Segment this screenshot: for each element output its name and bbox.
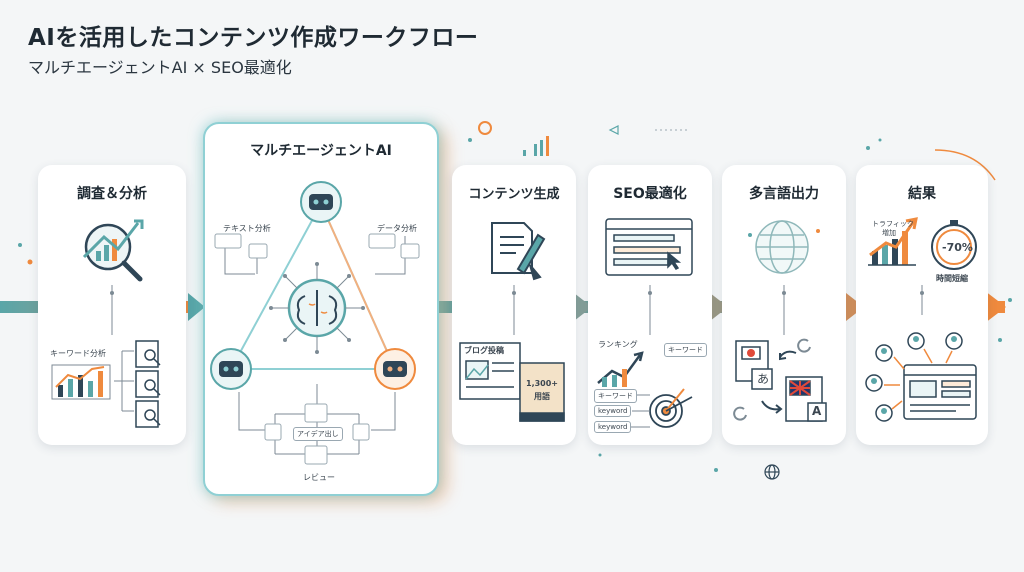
document-search-icons (135, 340, 161, 428)
target-icon (649, 388, 693, 428)
flow-arrowhead (710, 293, 728, 321)
step-title-research: 調査＆分析 (77, 186, 147, 202)
blog-post-label: ブログ投稿 (464, 346, 504, 355)
traffic-label: トラフィック (872, 220, 914, 228)
text-analysis-label: テキスト分析 (223, 224, 271, 233)
keyword-tag-1: キーワード (664, 343, 707, 357)
browser-window-icon (605, 218, 693, 276)
translate-arrows-icon (733, 338, 811, 421)
brain-icon (287, 278, 347, 338)
dashboard-icon (903, 364, 977, 420)
traffic-growth-chart-icon (868, 217, 918, 266)
glossary-book-icon (519, 362, 565, 422)
keyword-chart-icon (51, 364, 111, 400)
keyword-tag-2: キーワード (594, 389, 637, 403)
time-reduction-label: 時間短縮 (936, 274, 968, 283)
magnifier-chart-icon (82, 219, 144, 282)
step-title-results: 結果 (908, 186, 936, 202)
term-label: 用語 (534, 392, 550, 401)
decorative-curve (934, 149, 996, 181)
mini-panels (214, 233, 420, 465)
increase-label: 増加 (882, 229, 896, 237)
robot-icon-right (374, 348, 416, 390)
content-illustration (459, 222, 565, 422)
keyword-tag-3: keyword (594, 405, 632, 417)
english-char-label: A (812, 404, 822, 418)
stopwatch-icon (931, 220, 977, 270)
blog-post-icon (459, 342, 521, 400)
step-title-seo: SEO最適化 (613, 186, 687, 202)
idea-generation-label: アイデア出し (293, 427, 343, 441)
document-pen-icon (491, 222, 546, 281)
step-card-research: 調査＆分析 キーワード分析 (38, 165, 186, 445)
user-avatar-icons (865, 332, 963, 422)
step-title-multi-agent-ai: マルチエージェントAI (250, 143, 392, 159)
results-illustration (865, 217, 977, 422)
seo-illustration (597, 218, 693, 428)
step-title-content-generation: コンテンツ生成 (468, 187, 560, 202)
multilingual-illustration (733, 220, 827, 422)
decorative-bars (523, 136, 549, 156)
robot-icon-left (210, 348, 252, 390)
step-card-content-generation: コンテンツ生成 ブログ投稿 1,300+ 用語 (452, 165, 576, 445)
research-illustration (51, 219, 161, 428)
step-card-multilingual: 多言語出力 あ A (722, 165, 846, 445)
ranking-chart-icon (597, 351, 644, 387)
globe-icon (755, 220, 809, 274)
japanese-char-label: あ (757, 372, 770, 386)
flow-arrowhead (846, 293, 864, 321)
time-reduction-value: -70% (942, 241, 973, 254)
step-title-multilingual: 多言語出力 (749, 186, 819, 202)
review-label: レビュー (303, 473, 335, 482)
keyword-tag-4: keyword (594, 421, 632, 433)
japanese-document-icon (735, 340, 773, 390)
step-card-multi-agent-ai: マルチエージェントAI (203, 122, 439, 496)
step-card-results: 結果 (856, 165, 988, 445)
flow-arrowhead (574, 293, 592, 321)
page-subtitle: マルチエージェントAI × SEO最適化 (28, 58, 292, 77)
english-document-icon (785, 376, 827, 422)
flow-arrowhead (985, 291, 1006, 323)
keyword-analysis-label: キーワード分析 (50, 349, 106, 358)
term-count-label: 1,300+ (526, 379, 559, 388)
robot-icon-top (300, 181, 342, 223)
data-analysis-label: データ分析 (377, 224, 417, 233)
connector-lines (114, 350, 134, 412)
page-title: AIを活用したコンテンツ作成ワークフロー (28, 25, 479, 51)
step-card-seo: SEO最適化 ランキング キーワード キーワード keywor (588, 165, 712, 445)
multi-agent-diagram (210, 181, 420, 465)
ranking-label: ランキング (598, 340, 638, 349)
